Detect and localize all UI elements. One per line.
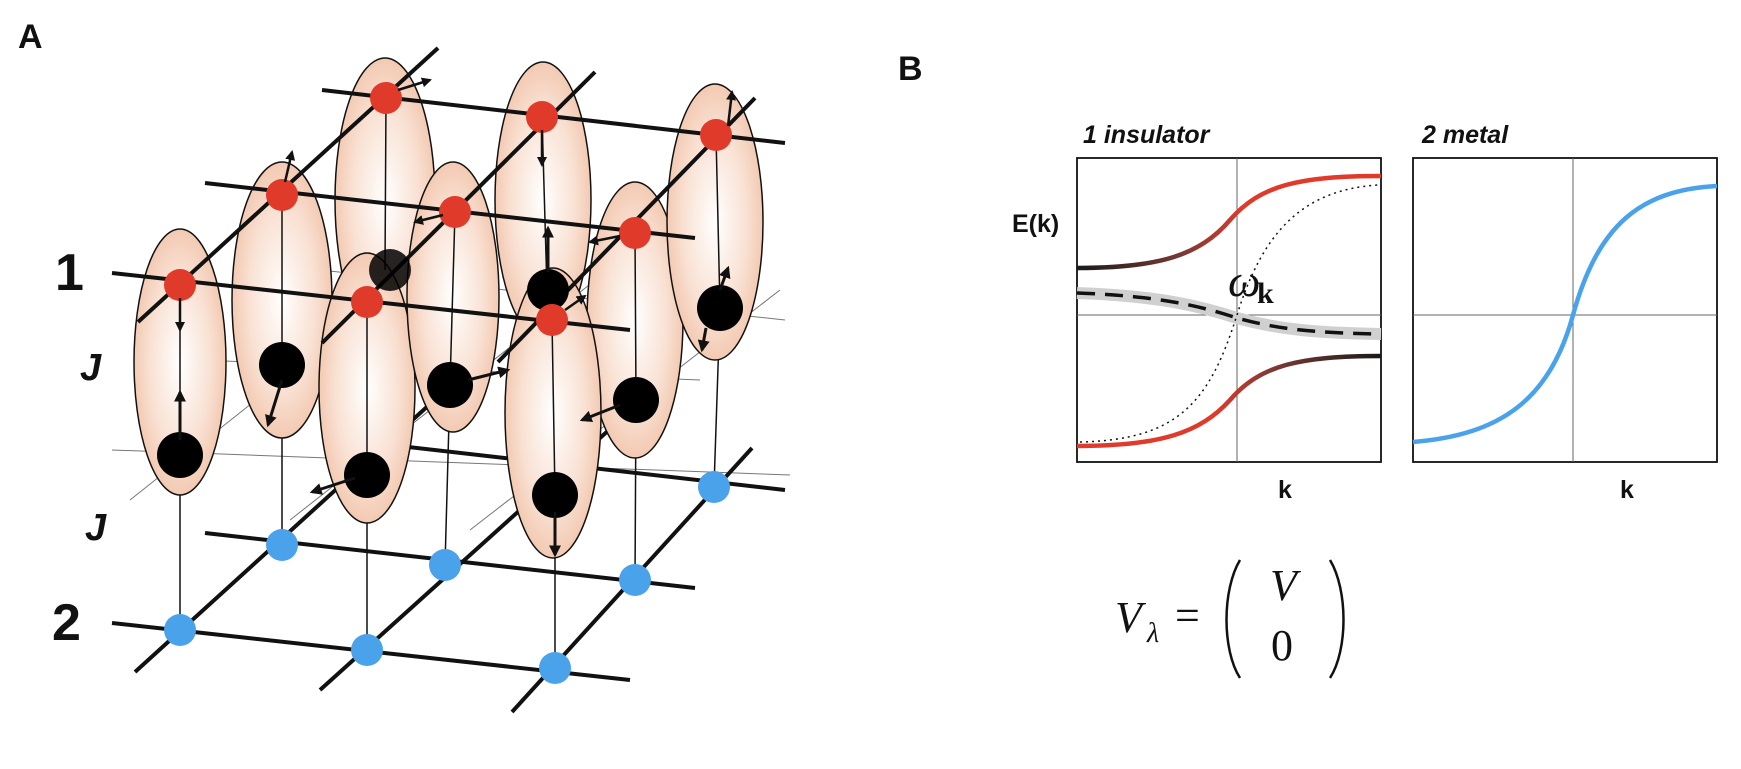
upper-band-curve	[1076, 173, 1382, 271]
red-site	[370, 82, 402, 114]
formula-right-paren	[1328, 559, 1345, 679]
panel-a: A	[18, 18, 791, 714]
blue-site	[429, 549, 461, 581]
lower-band-curve	[1076, 353, 1382, 449]
omega-symbol: ω	[1228, 255, 1260, 306]
red-site	[536, 304, 568, 336]
layer-1-label: 1	[55, 244, 84, 302]
middle-layer-sites	[157, 249, 743, 518]
red-site	[439, 196, 471, 228]
red-site	[700, 119, 732, 151]
black-site	[613, 377, 659, 423]
dimer-ellipses	[133, 57, 764, 559]
spin-arrow-icon	[588, 234, 621, 246]
middle-spin-arrows	[174, 225, 731, 558]
spin-arrow-icon	[265, 379, 284, 428]
blue-site	[539, 652, 571, 684]
formula-left-paren	[1225, 559, 1242, 679]
top-spin-arrows	[175, 77, 737, 332]
black-site	[527, 269, 569, 311]
spin-arrow-icon	[309, 476, 356, 495]
x-axis-label-insulator: k	[1278, 476, 1292, 504]
spin-arrow-icon	[718, 265, 731, 291]
metal-band-curve	[1412, 183, 1718, 445]
x-axis-label-metal: k	[1620, 476, 1634, 504]
omega-subscript: k	[1257, 277, 1274, 310]
spin-arrow-icon	[397, 77, 432, 92]
blue-site	[351, 634, 383, 666]
black-site	[259, 342, 305, 388]
metal-plot: 2 metal k	[1412, 121, 1718, 504]
spin-arrow-icon	[579, 403, 621, 423]
flat-band-dashed	[1076, 291, 1382, 336]
black-site	[697, 285, 743, 331]
spin-arrow-icon	[726, 90, 737, 127]
insulator-plot: 1 insulator E(k) ω k k	[1012, 121, 1382, 504]
black-site	[532, 472, 578, 518]
panel-b: B 1 insulator E(k) ω k k 2 metal	[898, 50, 1718, 679]
spin-arrow-icon	[564, 294, 587, 312]
metal-plot-title: 2 metal	[1421, 121, 1509, 149]
red-site	[266, 179, 298, 211]
black-site	[157, 432, 203, 478]
panel-a-letter: A	[18, 18, 43, 56]
blue-site	[164, 614, 196, 646]
formula-lhs: V	[1115, 593, 1147, 642]
metal-plot-frame	[1412, 157, 1718, 463]
insulator-plot-title: 1 insulator	[1083, 121, 1211, 149]
spin-arrow-icon	[467, 366, 511, 382]
formula-vector-bottom: 0	[1271, 621, 1293, 670]
formula-equals: =	[1175, 591, 1200, 640]
formula-lhs-subscript: λ	[1146, 618, 1159, 649]
layer-2-label: 2	[52, 594, 81, 652]
coupling-j-upper-label: J	[80, 347, 102, 389]
spin-arrow-icon	[283, 150, 296, 183]
dimer-ellipse	[666, 83, 764, 361]
coupling-j-lower-label: J	[85, 507, 107, 549]
blue-site	[698, 471, 730, 503]
formula-vector-top: V	[1270, 561, 1302, 610]
insulator-plot-frame	[1076, 157, 1382, 463]
layer-1-sites	[164, 82, 732, 336]
black-site	[344, 452, 390, 498]
hybridization-formula: V λ = V 0	[1115, 559, 1345, 679]
red-site	[619, 217, 651, 249]
red-site	[164, 269, 196, 301]
blue-site	[266, 529, 298, 561]
blue-site	[619, 564, 651, 596]
spin-arrow-icon	[413, 213, 444, 225]
panel-b-letter: B	[898, 50, 923, 88]
y-axis-label: E(k)	[1012, 210, 1059, 238]
black-site	[427, 362, 473, 408]
red-site	[351, 286, 383, 318]
layer-2-sites	[164, 471, 730, 684]
black-site	[369, 249, 411, 291]
red-site	[526, 101, 558, 133]
spin-arrow-icon	[697, 327, 710, 353]
